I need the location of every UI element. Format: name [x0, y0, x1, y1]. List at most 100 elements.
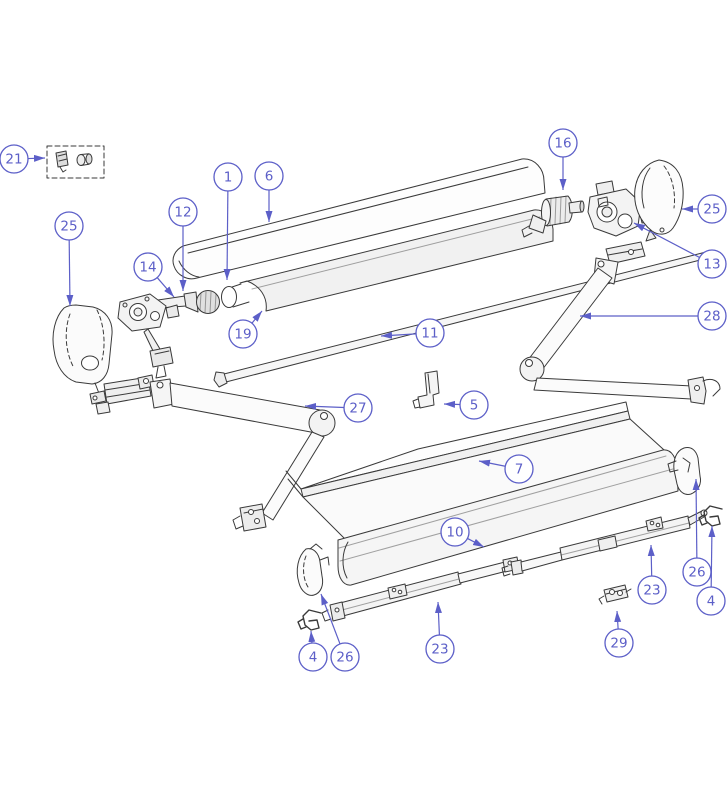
callout-leader-line — [443, 400, 461, 408]
callout-circle — [504, 454, 534, 484]
callout-number: 7 — [515, 462, 524, 478]
part-wall-bracket — [598, 584, 632, 605]
callout-leader-line — [467, 537, 485, 548]
part-spring-arm-left — [89, 374, 336, 532]
callout-circle — [548, 128, 578, 158]
part-fixing-bracket — [412, 370, 440, 409]
part-gear-mechanism — [117, 293, 180, 379]
callout-23-left: 23 — [425, 601, 455, 664]
callout-6: 6 — [254, 161, 284, 222]
part-end-cushion-left — [52, 304, 113, 397]
part-tension-rafter-left — [321, 556, 520, 622]
part-clip-right — [698, 505, 723, 527]
callout-11: 11 — [380, 318, 445, 348]
callout-leader-line — [27, 154, 46, 162]
callout-leader-line — [304, 402, 345, 410]
callout-10: 10 — [440, 517, 485, 548]
callout-leader-line — [692, 478, 700, 559]
part-awning-fabric — [285, 401, 675, 542]
part-hardware-kit — [46, 145, 105, 179]
callout-leader-line — [708, 525, 716, 588]
callout-circle — [440, 517, 470, 547]
callout-number: 16 — [554, 136, 571, 152]
part-tension-rafter-right — [501, 509, 708, 577]
callout-circle — [133, 252, 163, 282]
callout-13: 13 — [633, 222, 727, 279]
callout-26-left: 26 — [320, 593, 360, 672]
callout-number: 26 — [336, 650, 353, 666]
callout-leader-line — [647, 544, 655, 577]
callout-number: 29 — [610, 636, 627, 652]
callout-leader-line — [614, 610, 622, 630]
part-case-top-panel — [172, 158, 546, 280]
part-end-cover-left — [296, 543, 330, 596]
callout-number: 11 — [421, 326, 438, 342]
callout-25-right: 25 — [682, 194, 727, 224]
callout-circle — [604, 628, 634, 658]
part-spring-arm-right — [519, 241, 721, 405]
callout-leader-line — [320, 593, 341, 645]
callout-7: 7 — [478, 454, 534, 484]
callout-circle — [697, 249, 727, 279]
part-clip-left — [297, 609, 322, 631]
callout-number: 25 — [703, 202, 720, 218]
callout-number: 6 — [265, 169, 274, 185]
callout-leader-line — [223, 190, 231, 281]
callout-circle — [697, 301, 727, 331]
callout-circle — [330, 642, 360, 672]
callout-14: 14 — [133, 252, 175, 298]
callout-number: 23 — [643, 583, 660, 599]
callout-number: 4 — [309, 650, 318, 666]
part-end-cap-right — [634, 159, 684, 242]
callout-circle — [168, 197, 198, 227]
callout-4-left: 4 — [298, 630, 328, 672]
callout-number: 10 — [446, 525, 463, 541]
callout-circle — [0, 144, 29, 174]
callout-number: 28 — [703, 309, 720, 325]
callout-leader-line — [434, 601, 442, 636]
callout-leader-line — [478, 459, 506, 467]
callout-circle — [228, 319, 258, 349]
callout-circle — [637, 575, 667, 605]
callout-circle — [696, 586, 726, 616]
callout-number: 21 — [5, 152, 22, 168]
callout-number: 13 — [703, 257, 720, 273]
callout-circle — [459, 390, 489, 420]
part-lead-rail — [337, 449, 679, 586]
callout-circle — [54, 211, 84, 241]
callout-circle — [425, 634, 455, 664]
callout-number: 14 — [139, 260, 156, 276]
callout-leader-line — [308, 630, 316, 644]
callout-circle — [213, 162, 243, 192]
part-worm-gear — [521, 195, 585, 238]
callout-number: 4 — [707, 594, 716, 610]
callout-leader-line — [156, 277, 175, 298]
callout-number: 12 — [174, 205, 191, 221]
part-roller-tube-end — [221, 286, 237, 308]
callout-26-right: 26 — [682, 478, 712, 587]
callout-leader-line — [633, 222, 700, 259]
callout-28: 28 — [580, 301, 727, 331]
callout-leader-line — [66, 239, 74, 307]
callout-circle — [415, 318, 445, 348]
part-crank-knob — [152, 290, 220, 314]
callout-16: 16 — [548, 128, 578, 190]
callout-25-left: 25 — [54, 211, 84, 307]
callout-1: 1 — [213, 162, 243, 281]
callout-circle — [298, 642, 328, 672]
callout-leader-line — [251, 310, 263, 324]
callout-21: 21 — [0, 144, 46, 174]
callout-circle — [697, 194, 727, 224]
callout-5: 5 — [443, 390, 489, 420]
callout-4-right: 4 — [696, 525, 726, 616]
line-artwork — [46, 145, 723, 631]
callout-19: 19 — [228, 310, 263, 349]
callout-29: 29 — [604, 610, 634, 658]
callout-number: 1 — [224, 170, 233, 186]
callout-number: 19 — [234, 327, 251, 343]
callout-leader-line — [380, 331, 417, 339]
callout-12: 12 — [168, 197, 198, 291]
